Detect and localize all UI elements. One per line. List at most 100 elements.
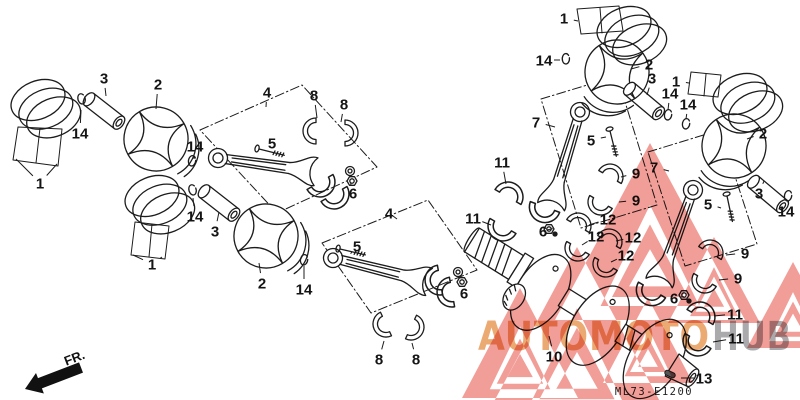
watermark-brand-left: AUTOMOTO (478, 314, 710, 360)
conrod-box-2 (321, 199, 478, 314)
callout-leader-line (258, 262, 261, 274)
callout-label-14: 14 (187, 209, 204, 226)
rod-bolt (722, 190, 737, 223)
callout-leader-line (104, 87, 107, 97)
callout-label-11: 11 (465, 211, 481, 228)
callout-label-14: 14 (536, 53, 553, 70)
callout-leader-line (620, 175, 627, 178)
callout-leader-line (79, 109, 82, 124)
connecting-rod-2 (319, 241, 434, 297)
callout-label-1: 1 (148, 257, 156, 274)
callout-leader-line (717, 206, 722, 209)
main-bearing-shell-9 (598, 158, 629, 185)
callout-label-6: 6 (349, 186, 357, 203)
rod-bearing-shell (302, 117, 317, 145)
callout-label-11: 11 (494, 155, 510, 172)
watermark-brand: AUTOMOTO HUB (478, 314, 792, 360)
bolt-tip (552, 231, 558, 237)
callout-label-14: 14 (778, 204, 795, 221)
washer (452, 266, 464, 278)
circlip (76, 92, 88, 106)
connecting-rod-3 (536, 98, 598, 212)
callout-label-5: 5 (268, 136, 276, 153)
callout-label-3: 3 (211, 224, 219, 241)
callout-leader-line (381, 340, 385, 350)
callout-label-1: 1 (560, 11, 568, 28)
callout-label-14: 14 (296, 282, 313, 299)
callout-leader-line (646, 87, 650, 96)
circlip (187, 183, 199, 197)
callout-leader-line (46, 163, 58, 176)
callout-leader-line (132, 254, 144, 261)
callout-leader-line (159, 256, 163, 259)
callout-label-6: 6 (539, 224, 547, 241)
callout-leader-line (503, 171, 507, 185)
callout-leader-line (762, 180, 765, 184)
rod-cap-shell (433, 276, 456, 311)
callout-label-2: 2 (154, 77, 162, 94)
callout-label-8: 8 (375, 352, 383, 369)
callout-label-5: 5 (353, 239, 361, 256)
callout-label-3: 3 (648, 71, 656, 88)
conrod-box-1 (199, 84, 378, 214)
watermark-brand-right: HUB (712, 314, 792, 360)
fr-label: FR. (62, 347, 87, 369)
callout-label-3: 3 (755, 186, 763, 203)
ring-set-box-4 (687, 71, 722, 98)
callout-label-14: 14 (72, 126, 89, 143)
circlip (680, 117, 692, 131)
callout-label-2: 2 (759, 126, 767, 143)
fr-arrow: FR. (25, 347, 87, 394)
callout-leader-line (685, 82, 690, 84)
callout-leader-line (581, 240, 588, 246)
rod-bearing-shell (368, 311, 393, 342)
rod-bolt (604, 125, 621, 158)
callout-label-8: 8 (412, 352, 420, 369)
callout-leader-line (588, 221, 599, 226)
callout-label-4: 4 (263, 85, 272, 102)
callout-label-1: 1 (672, 74, 680, 91)
callout-label-5: 5 (704, 197, 712, 214)
callout-leader-line (350, 251, 353, 255)
callout-label-9: 9 (734, 271, 742, 288)
main-bearing-shell-11 (494, 175, 530, 206)
callout-label-7: 7 (532, 115, 540, 132)
ring-set-box-2 (130, 221, 170, 260)
callout-label-11: 11 (728, 331, 744, 348)
callout-leader-line (667, 102, 670, 111)
ring-set-box-1 (12, 126, 63, 167)
rod-cap-shell (306, 173, 342, 204)
callout-leader-line (712, 339, 727, 343)
callout-leader-line (546, 228, 553, 231)
callout-leader-line (192, 197, 195, 207)
watermark-triangle-logo (462, 143, 800, 400)
callout-leader-line (15, 158, 34, 177)
callout-leader-line (573, 19, 579, 22)
callout-label-8: 8 (340, 97, 348, 114)
callout-label-3: 3 (100, 71, 108, 88)
callout-label-6: 6 (670, 291, 678, 308)
washer (344, 165, 356, 177)
callout-leader-line (600, 136, 607, 139)
callout-leader-line (340, 113, 343, 123)
callout-leader-line (746, 136, 754, 140)
rod-bearing-shell (344, 119, 359, 147)
callout-label-9: 9 (741, 246, 749, 263)
callout-leader-line (314, 104, 318, 119)
callout-leader-line (482, 221, 492, 226)
rod-nut (346, 176, 358, 186)
callout-label-2: 2 (258, 276, 266, 293)
callout-label-2: 2 (645, 57, 653, 74)
callout-leader-line (685, 113, 688, 120)
callout-leader-line (545, 124, 556, 128)
circlip (782, 189, 794, 203)
callout-leader-line (392, 215, 398, 220)
connecting-rod-1 (205, 141, 319, 187)
callout-leader-line (630, 66, 640, 70)
callout-leader-line (216, 211, 220, 222)
callout-leader-line (725, 253, 736, 256)
callout-leader-line (663, 169, 670, 172)
piston-rings-2 (118, 164, 202, 246)
callout-leader-line (411, 342, 415, 350)
